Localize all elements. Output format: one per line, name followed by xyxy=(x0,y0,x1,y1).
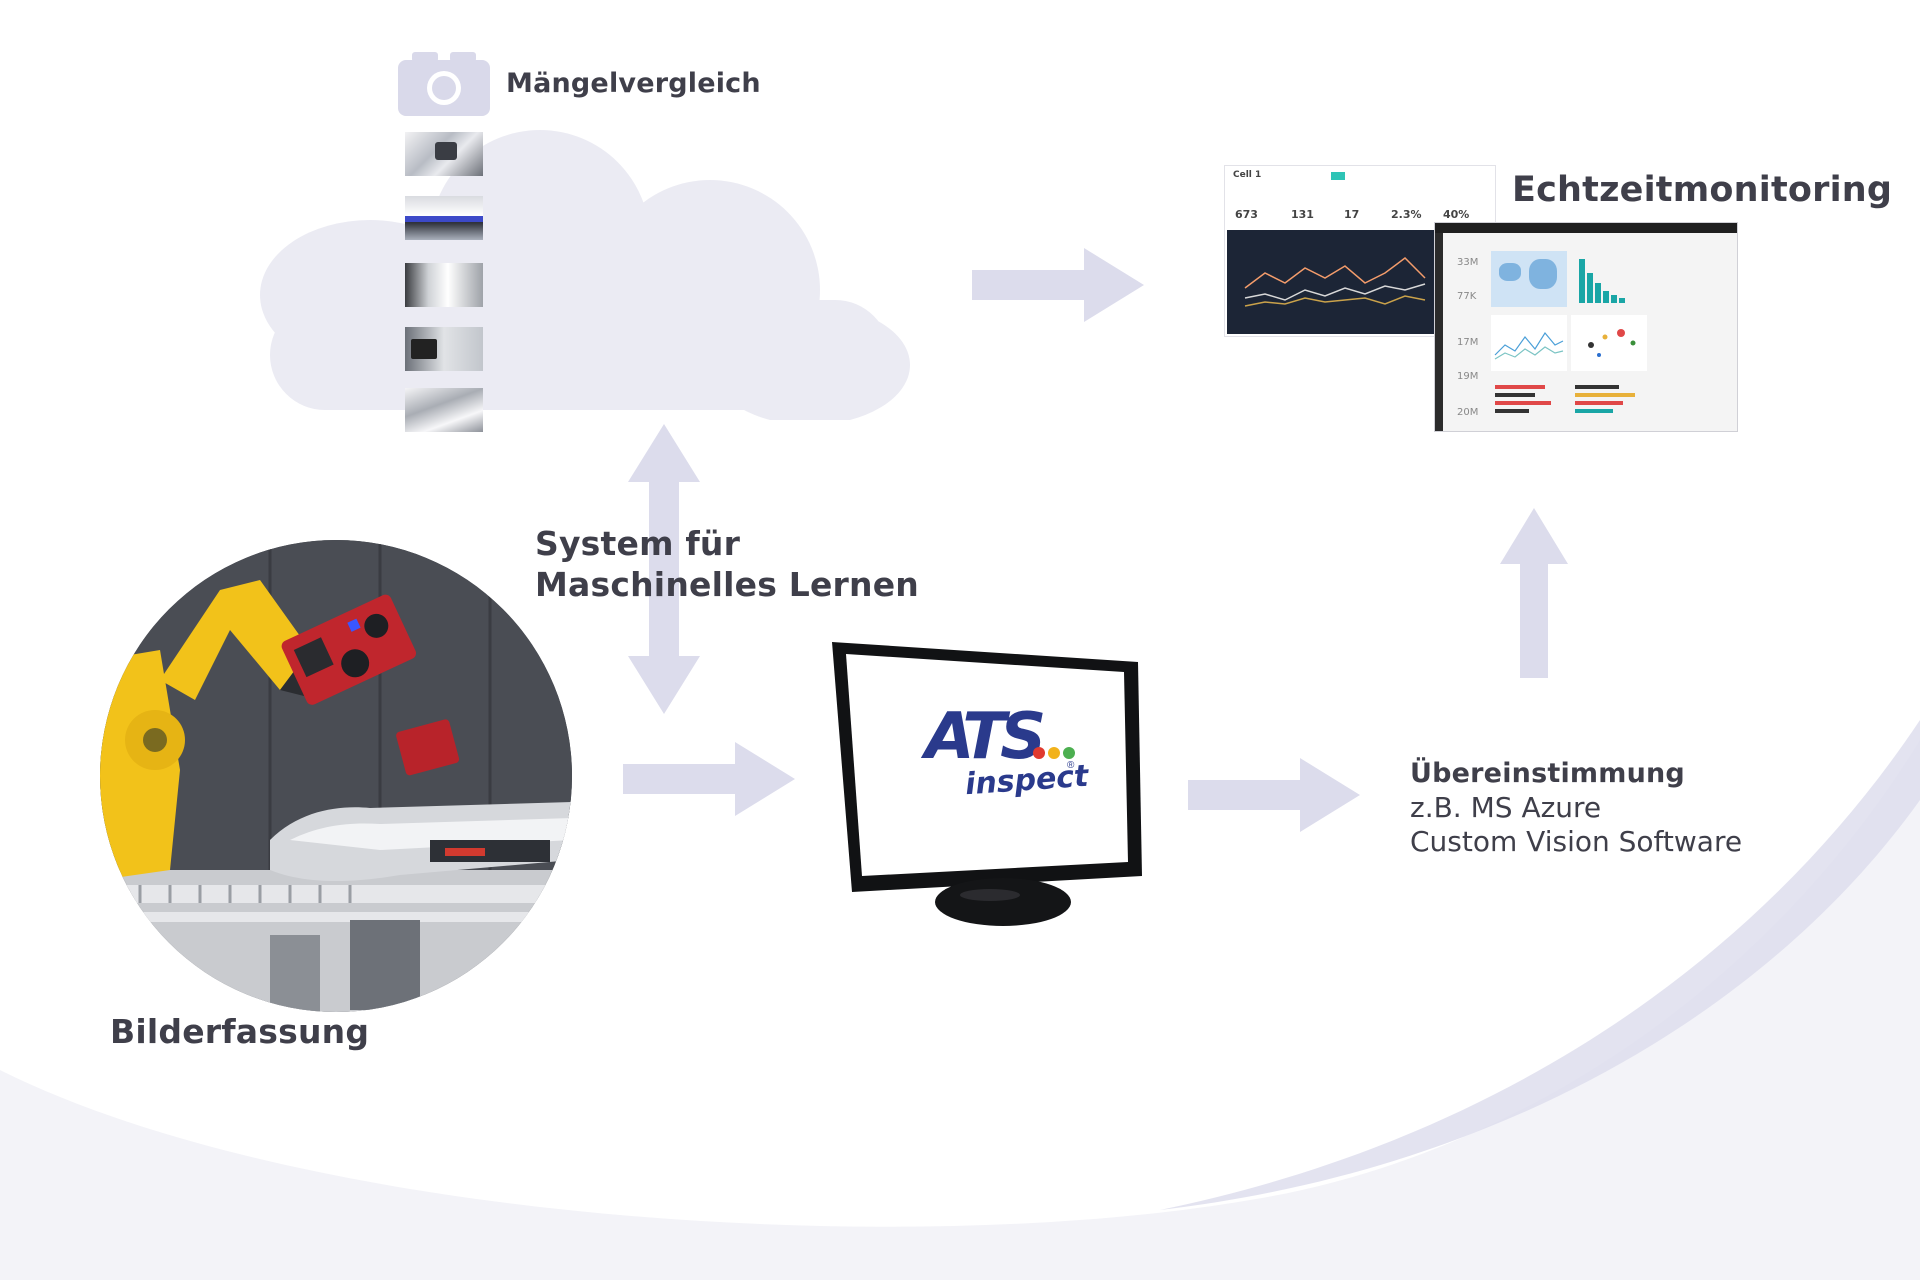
dashboard-line-small xyxy=(1491,315,1567,371)
kpi-value: 2.3% xyxy=(1391,208,1422,221)
arrow-right-icon xyxy=(623,742,795,816)
ml-system-label-line1: System für xyxy=(535,524,741,563)
dashboard-histogram xyxy=(1579,259,1625,303)
dashboard-line-chart xyxy=(1227,230,1443,334)
tile-value: 19M xyxy=(1457,371,1479,382)
kpi-value: 17 xyxy=(1344,208,1360,221)
logo-dot-yellow xyxy=(1048,747,1060,759)
match-title: Übereinstimmung xyxy=(1410,758,1685,789)
dashboard-screenshot-analytics: 33M 77K 17M 19M 20M xyxy=(1434,222,1738,432)
logo-dot-green xyxy=(1063,747,1075,759)
cloud-icon xyxy=(260,130,910,420)
tile-value: 20M xyxy=(1457,407,1479,418)
defect-compare-label: Mängelvergleich xyxy=(506,68,761,99)
dashboard-scatter xyxy=(1571,315,1647,371)
ats-letters: ATS xyxy=(925,700,1046,774)
dashboard-tile-column: 33M 77K 17M 19M 20M xyxy=(1447,247,1487,431)
match-line1: z.B. MS Azure xyxy=(1410,791,1602,824)
tile-value: 33M xyxy=(1457,257,1479,268)
match-line2: Custom Vision Software xyxy=(1410,825,1743,858)
camera-icon xyxy=(398,52,490,116)
kpi-value: 673 xyxy=(1235,208,1258,221)
image-capture-label: Bilderfassung xyxy=(110,1012,370,1051)
arrow-up-icon xyxy=(1500,508,1568,678)
dashboard-kpi-row: 673 131 17 2.3% 40% xyxy=(1231,196,1491,230)
arrow-updown-icon xyxy=(628,424,700,714)
defect-thumbnail xyxy=(405,132,483,176)
dashboard-sidebar xyxy=(1435,233,1443,431)
defect-thumbnail xyxy=(405,196,483,240)
monitor-icon xyxy=(832,642,1142,926)
dashboard-tab-active xyxy=(1331,172,1345,180)
arrow-right-icon xyxy=(972,248,1144,322)
dashboard-cell-title: Cell 1 xyxy=(1233,170,1262,180)
defect-thumbnail xyxy=(405,327,483,371)
defect-thumbnail xyxy=(405,263,483,307)
registered-mark: ® xyxy=(1067,760,1075,771)
kpi-value: 131 xyxy=(1291,208,1314,221)
ml-system-label-line2: Maschinelles Lernen xyxy=(535,565,919,604)
robot-camera-photo xyxy=(100,540,572,1012)
dashboard-map xyxy=(1491,251,1567,307)
kpi-value: 40% xyxy=(1443,208,1470,221)
dashboard-bars xyxy=(1495,385,1635,413)
tile-value: 77K xyxy=(1457,291,1477,302)
defect-thumbnail xyxy=(405,388,483,432)
tile-value: 17M xyxy=(1457,337,1479,348)
realtime-monitoring-label: Echtzeitmonitoring xyxy=(1512,170,1893,210)
arrow-right-icon xyxy=(1188,758,1360,832)
dashboard-topbar xyxy=(1435,223,1737,233)
logo-dot-red xyxy=(1033,747,1045,759)
dashboard-screenshot-cell: Cell 1 673 131 17 2.3% 40% xyxy=(1224,165,1496,337)
ats-inspect-logo: ATS inspect ® xyxy=(925,705,1105,815)
